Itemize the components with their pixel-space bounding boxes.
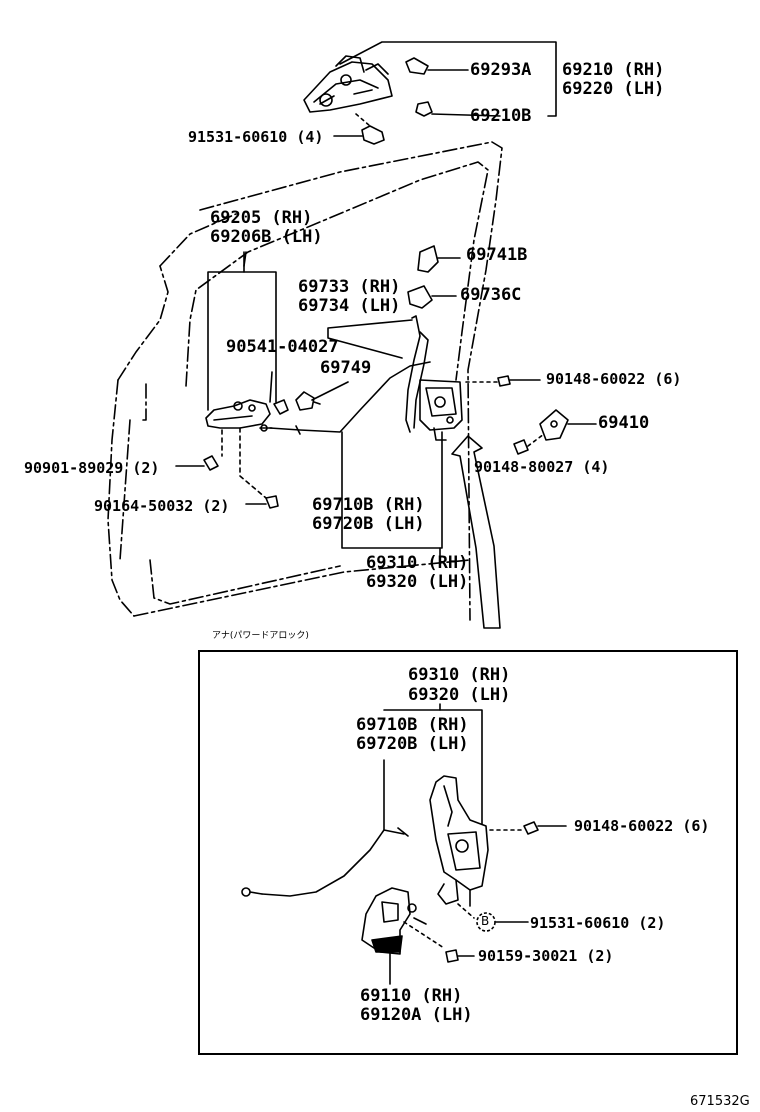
inset-note: アナ(パワードアロック) [212,631,309,641]
label-90148-60022-inset: 90148-60022 (6) [574,817,710,835]
label-69210-rh: 69210 (RH) [562,60,665,80]
label-69720b-lh-top: 69720B (LH) [312,514,425,534]
label-69310-rh-top: 69310 (RH) [366,553,469,573]
label-69710b-rh-top: 69710B (RH) [312,495,425,515]
label-69410: 69410 [598,413,650,433]
label-90148-80027: 90148-80027 (4) [474,458,610,476]
label-69293a: 69293A [470,60,532,80]
power-door-lock-inset [198,650,738,1055]
label-90148-60022-top: 90148-60022 (6) [546,370,682,388]
label-69206b-lh: 69206B (LH) [210,227,323,247]
label-69733-rh: 69733 (RH) [298,277,401,297]
label-69710b-rh-inset: 69710B (RH) [356,715,469,735]
striker-drawing [513,409,597,455]
label-69120a-lh: 69120A (LH) [360,1005,473,1025]
label-90164-50032: 90164-50032 (2) [94,497,230,515]
label-90159-30021: 90159-30021 (2) [478,947,614,965]
drawing-code: 671532G [690,1094,750,1109]
label-69110-rh: 69110 (RH) [360,986,463,1006]
label-69320-lh-top: 69320 (LH) [366,572,469,592]
label-90901-89029: 90901-89029 (2) [24,459,160,477]
outside-handle-drawing [303,41,557,145]
label-69734-lh: 69734 (LH) [298,296,401,316]
leader-lines [243,251,441,557]
label-91531-60610-top: 91531-60610 (4) [188,128,324,146]
arrow-to-lock-drawing [451,435,501,629]
label-69736c: 69736C [460,285,522,305]
callout-b-label: B [481,914,490,928]
label-69205-rh: 69205 (RH) [210,208,313,228]
label-69320-lh-inset: 69320 (LH) [408,685,511,705]
label-90541-04027: 90541-04027 [226,337,339,357]
label-69210b: 69210B [470,106,532,126]
door-lock-drawing [327,245,541,441]
door-outline-drawing [107,141,503,621]
label-69720b-lh-inset: 69720B (LH) [356,734,469,754]
label-69749: 69749 [320,358,372,378]
label-69220-lh: 69220 (LH) [562,79,665,99]
cable-drawing [259,361,443,549]
inset-lock-drawing [241,703,567,985]
callout-b-marker [476,912,496,932]
label-69741b: 69741B [466,245,528,265]
label-69310-rh-inset: 69310 (RH) [408,665,511,685]
label-91531-60610-inset: 91531-60610 (2) [530,914,666,932]
clip-69749-drawing [269,371,349,411]
